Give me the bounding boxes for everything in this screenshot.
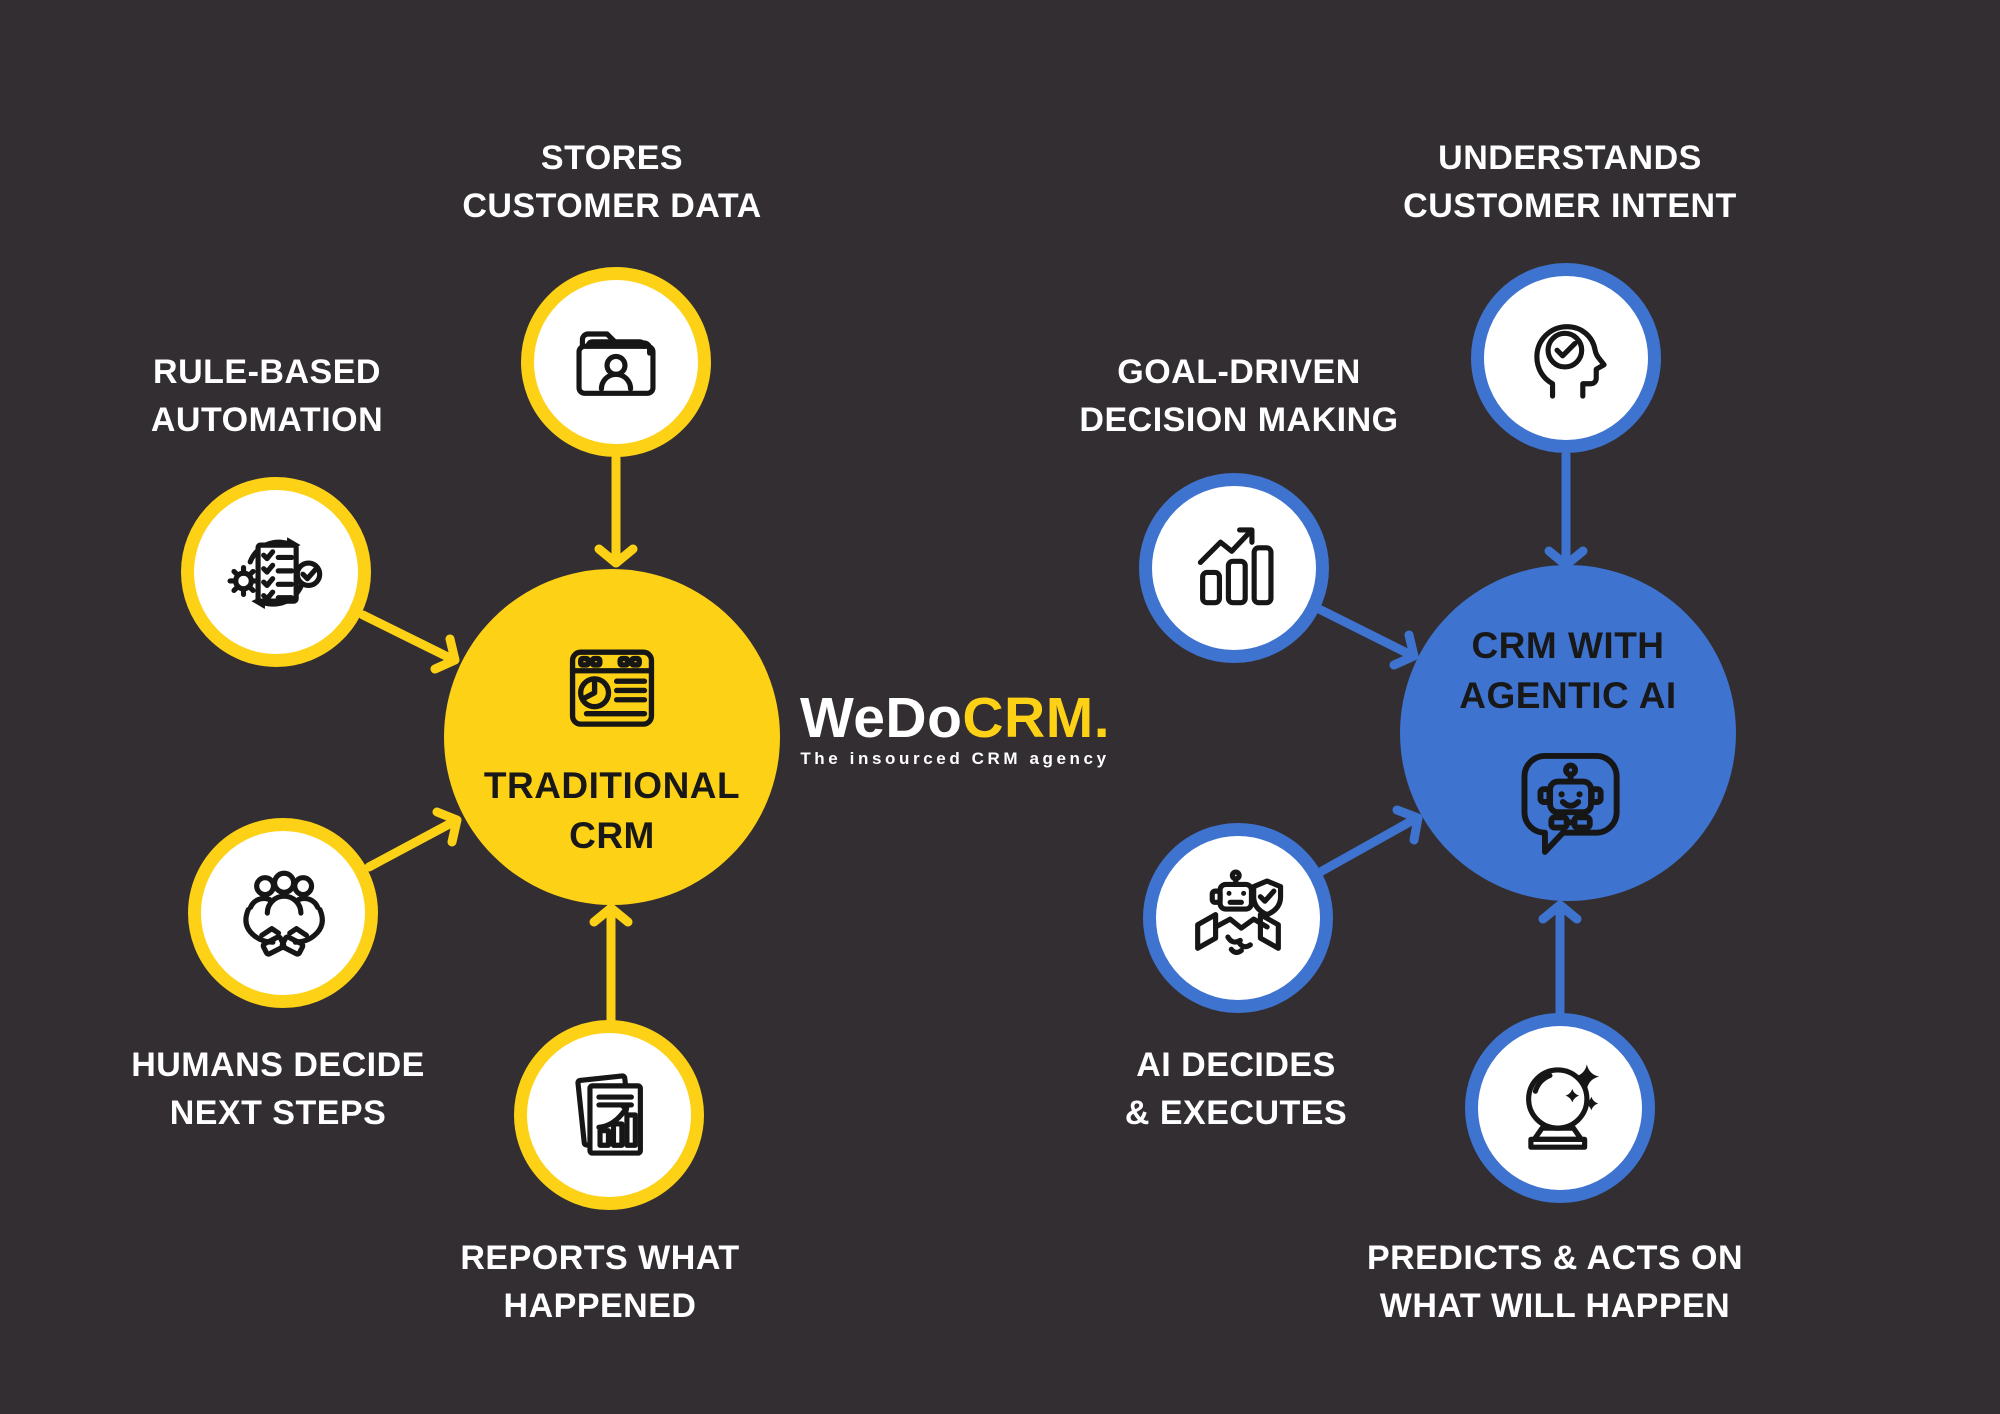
growth-bars-icon: [1197, 527, 1274, 606]
satellite-humans-decide: [188, 818, 378, 1008]
ai-handshake-shield-icon: [1195, 869, 1284, 956]
satellite-understands-intent: [1471, 263, 1661, 453]
logo-text-white: WeDo: [799, 686, 963, 750]
intent-head-check-icon: [1534, 324, 1607, 399]
label-ai-decides: AI DECIDES & EXECUTES: [1125, 1041, 1347, 1137]
wedocrm-tagline: The insourced CRM agency: [800, 749, 1110, 768]
satellite-stores-customer-data: [521, 267, 711, 457]
traditional-crm-title-line2: CRM: [569, 815, 655, 856]
arrow-predicts-to-center: [1538, 900, 1582, 1021]
report-chart-icon: [575, 1073, 643, 1156]
agentic-ai-hub: CRM WITH AGENTIC AI: [1400, 565, 1736, 901]
label-line: WHAT WILL HAPPEN: [1379, 1287, 1731, 1325]
arrow-stores-to-center: [594, 453, 638, 568]
label-line: HAPPENED: [503, 1287, 697, 1325]
satellite-ai-decides: [1143, 823, 1333, 1013]
label-line: STORES: [540, 139, 684, 177]
customer-folder-icon: [576, 331, 656, 396]
people-in-hands-icon: [243, 870, 325, 957]
label-line: RULE-BASED: [153, 353, 381, 391]
traditional-crm-title: TRADITIONAL CRM: [484, 761, 740, 861]
arrow-intent-to-center: [1544, 450, 1588, 570]
label-line: CUSTOMER DATA: [462, 187, 762, 225]
blue-arrows: [1316, 450, 1588, 1021]
label-line: GOAL-DRIVEN: [1117, 353, 1361, 391]
agentic-ai-title-line2: AGENTIC AI: [1459, 675, 1677, 716]
label-line: & EXECUTES: [1124, 1094, 1348, 1132]
label-line: DECISION MAKING: [1079, 401, 1399, 439]
satellite-reports-what-happened: [514, 1020, 704, 1210]
arrow-rules-to-center: [358, 610, 460, 674]
label-predicts-acts: PREDICTS & ACTS ON WHAT WILL HAPPEN: [1367, 1234, 1743, 1330]
arrow-aidecides-to-center: [1317, 805, 1423, 876]
crm-dashboard-icon: [569, 649, 655, 727]
label-line: AUTOMATION: [150, 401, 384, 439]
agentic-ai-title-line1: CRM WITH: [1471, 625, 1665, 666]
arrow-humans-to-center: [364, 807, 462, 872]
label-line: CUSTOMER INTENT: [1403, 187, 1737, 225]
satellite-predicts-acts: [1465, 1013, 1655, 1203]
satellite-goal-driven: [1139, 473, 1329, 663]
arrow-goal-to-center: [1316, 605, 1419, 670]
arrow-reports-to-center: [589, 903, 633, 1025]
label-reports-what-happened: REPORTS WHAT HAPPENED: [460, 1234, 739, 1330]
label-line: AI DECIDES: [1136, 1046, 1336, 1084]
crystal-ball-icon: [1526, 1064, 1600, 1150]
wedocrm-logo: WeDoCRM. The insourced CRM agency: [800, 688, 1110, 769]
satellite-rule-based-automation: [181, 477, 371, 667]
label-line: HUMANS DECIDE: [131, 1046, 425, 1084]
yellow-arrows: [358, 453, 638, 1025]
label-line: UNDERSTANDS: [1438, 139, 1702, 177]
logo-text-yellow: CRM.: [962, 686, 1111, 750]
label-line: PREDICTS & ACTS ON: [1366, 1239, 1744, 1277]
label-rule-based-automation: RULE-BASED AUTOMATION: [151, 348, 383, 444]
label-understands-intent: UNDERSTANDS CUSTOMER INTENT: [1403, 134, 1737, 230]
label-line: REPORTS WHAT: [460, 1239, 740, 1277]
label-goal-driven: GOAL-DRIVEN DECISION MAKING: [1079, 348, 1398, 444]
wedocrm-logo-wordmark: WeDoCRM.: [800, 688, 1110, 748]
agent-chatbot-icon: [1521, 752, 1620, 855]
traditional-crm-hub: TRADITIONAL CRM: [444, 569, 780, 905]
label-stores-customer-data: STORES CUSTOMER DATA: [462, 134, 761, 230]
label-humans-decide: HUMANS DECIDE NEXT STEPS: [131, 1041, 425, 1137]
checklist-automation-icon: [227, 537, 323, 609]
label-line: NEXT STEPS: [169, 1094, 387, 1132]
traditional-crm-title-line1: TRADITIONAL: [483, 765, 741, 806]
agentic-ai-title: CRM WITH AGENTIC AI: [1459, 621, 1676, 721]
